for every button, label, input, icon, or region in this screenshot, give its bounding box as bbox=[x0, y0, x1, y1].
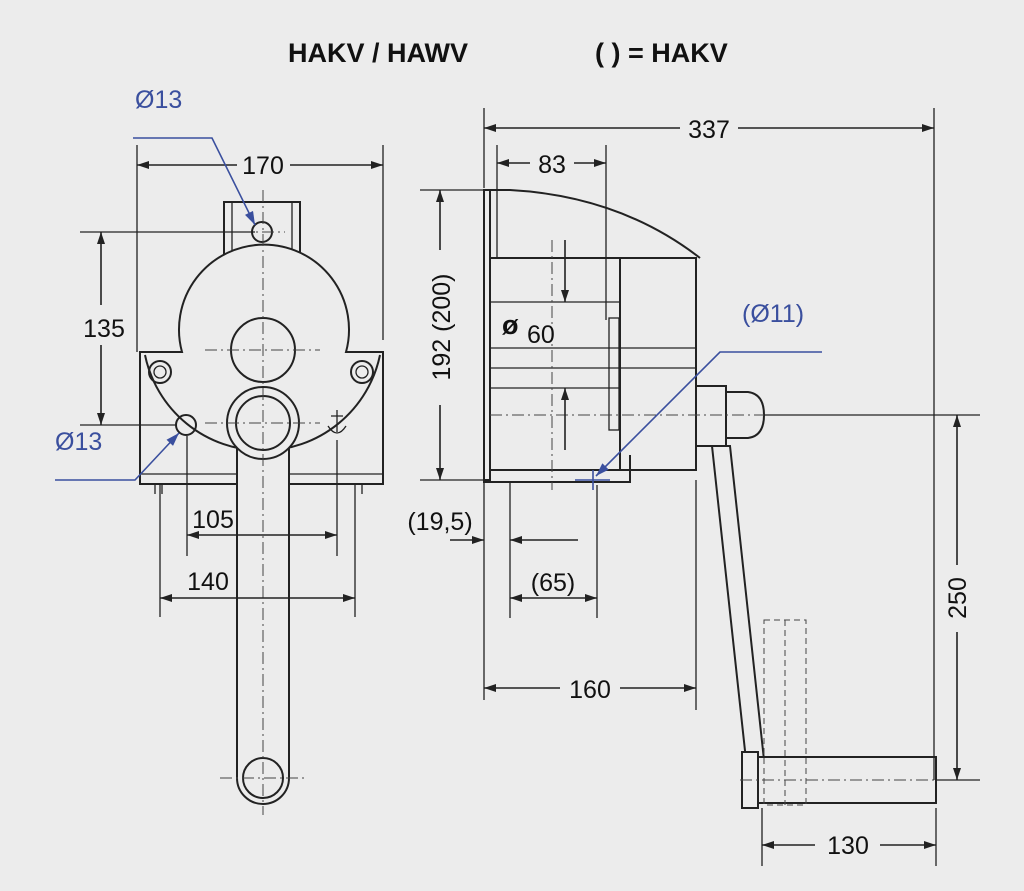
hole-side-leader bbox=[595, 351, 822, 477]
hole-side-label: (Ø11) bbox=[742, 300, 804, 328]
crank-arm-side bbox=[710, 445, 766, 761]
drum bbox=[489, 257, 621, 471]
hole-left-label: Ø13 bbox=[55, 428, 102, 456]
shaft-collar bbox=[695, 385, 727, 447]
gear-housing bbox=[619, 257, 697, 471]
cover bbox=[490, 189, 701, 259]
dim-83: 83 bbox=[538, 151, 566, 179]
dim-105: 105 bbox=[192, 506, 234, 534]
title: HAKV / HAWV ( ) = HAKV bbox=[288, 38, 728, 68]
hole-top-label: Ø13 bbox=[135, 86, 182, 114]
base bbox=[483, 455, 631, 483]
housing bbox=[139, 243, 384, 485]
side-view: 337 83 192 (200) ø 60 (Ø11) (19,5) (65) bbox=[407, 108, 980, 866]
dim-130: 130 bbox=[827, 832, 869, 860]
title-legend: ( ) = HAKV bbox=[595, 38, 728, 68]
drum-diameter-value: 60 bbox=[527, 321, 555, 349]
left-mount-hole bbox=[148, 360, 172, 384]
dim-170: 170 bbox=[242, 152, 284, 180]
title-models: HAKV / HAWV bbox=[288, 38, 468, 68]
dim-65: (65) bbox=[531, 569, 575, 597]
anchor-icon bbox=[327, 410, 347, 434]
right-mount-hole bbox=[350, 360, 374, 384]
front-view: 170 135 Ø13 Ø13 105 140 bbox=[55, 86, 384, 815]
dim-192-200: 192 (200) bbox=[428, 273, 456, 380]
dim-160: 160 bbox=[569, 676, 611, 704]
hole-side-mark bbox=[575, 470, 610, 490]
hole-left-leader bbox=[55, 432, 180, 481]
dim-337: 337 bbox=[688, 116, 730, 144]
drum-diameter-symbol: ø bbox=[502, 310, 519, 340]
dim-135: 135 bbox=[83, 315, 125, 343]
dim-250: 250 bbox=[944, 577, 972, 619]
dim-19-5: (19,5) bbox=[407, 508, 472, 536]
dim-140: 140 bbox=[187, 568, 229, 596]
hole-top-leader bbox=[133, 137, 256, 226]
